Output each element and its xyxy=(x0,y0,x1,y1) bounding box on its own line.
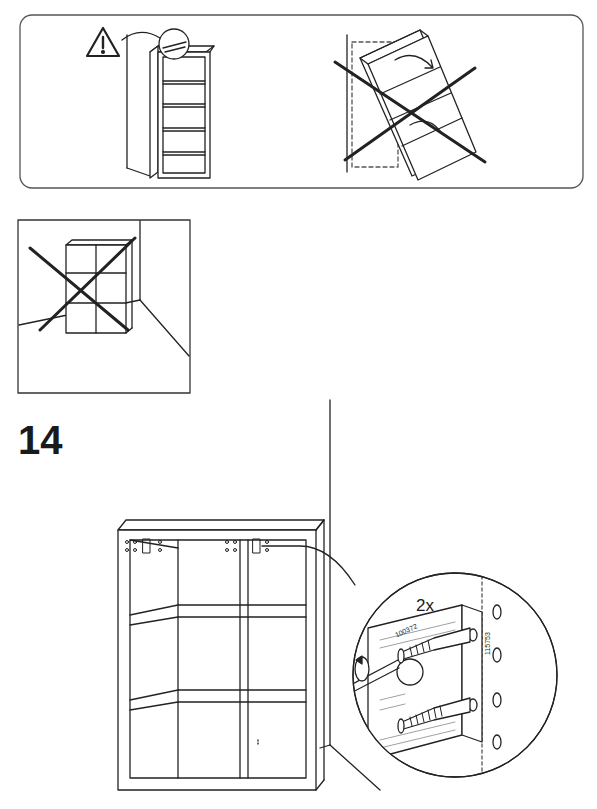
tipping-shelf xyxy=(335,30,485,180)
leader-line xyxy=(262,546,355,585)
wall-bracket-marks xyxy=(126,539,269,553)
shelf-against-wall xyxy=(122,29,214,178)
quantity: 2x xyxy=(416,597,434,614)
step-number: 14 xyxy=(18,420,63,460)
shelf-unit xyxy=(118,520,324,790)
warning-panel xyxy=(20,15,583,188)
part-number: 115753 xyxy=(484,632,491,655)
zoom-detail xyxy=(345,570,557,780)
freestanding-panel xyxy=(18,220,190,393)
warning-triangle xyxy=(87,28,119,56)
freestanding-shelf xyxy=(19,221,189,356)
